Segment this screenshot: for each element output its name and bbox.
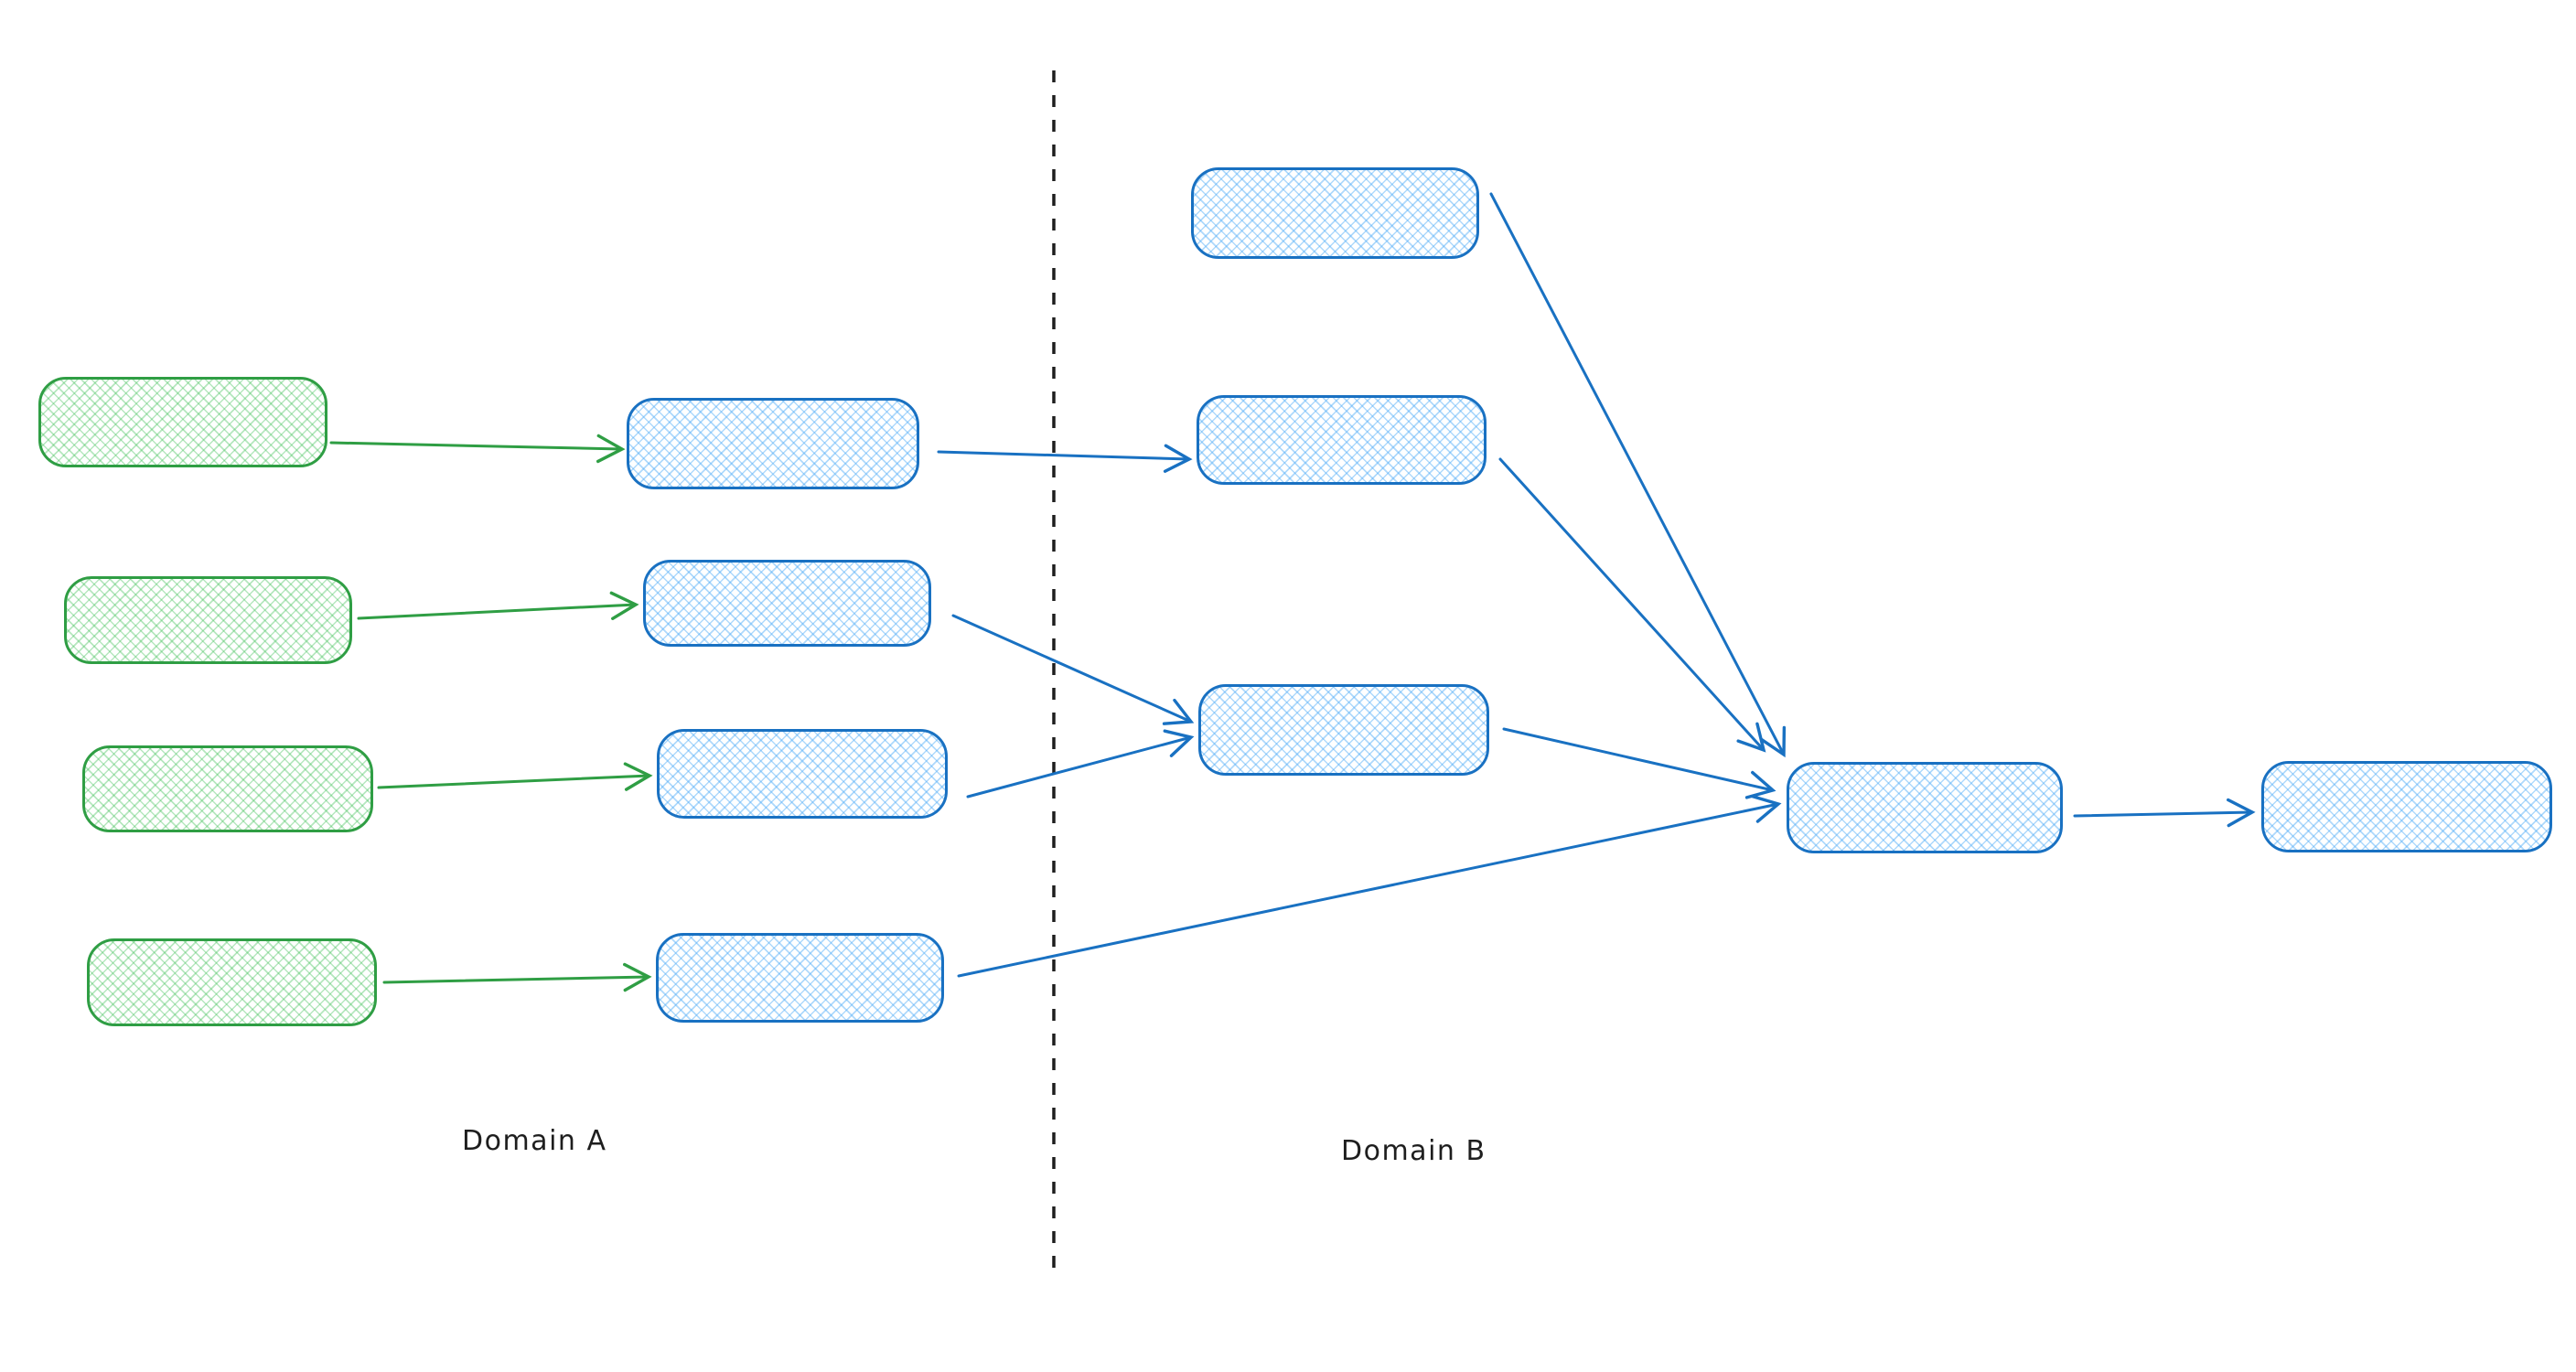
node-b-merge <box>1787 762 2063 853</box>
edge-a-source-4-to-a-stage-4 <box>382 962 652 992</box>
node-a-source-3 <box>82 745 373 832</box>
domain-b-label: Domain B <box>1341 1135 1487 1167</box>
node-a-stage-2 <box>643 560 931 647</box>
edge-b-node-2-to-b-merge <box>1498 457 1766 753</box>
edge-a-stage-3-to-b-node-3 <box>966 729 1195 799</box>
node-b-output <box>2261 761 2552 852</box>
node-a-stage-4 <box>656 933 944 1023</box>
edge-b-node-3-to-b-merge <box>1502 727 1776 799</box>
node-a-source-4 <box>87 938 377 1026</box>
edge-b-merge-to-b-output <box>2073 798 2256 828</box>
domain-a-label: Domain A <box>462 1125 607 1157</box>
node-a-stage-3 <box>657 729 948 819</box>
node-a-source-2 <box>64 576 352 664</box>
node-b-node-2 <box>1197 395 1487 485</box>
edge-a-stage-4-to-b-merge <box>957 794 1782 978</box>
edge-a-stage-1-to-b-node-2 <box>937 444 1193 473</box>
edge-a-stage-2-to-b-node-3 <box>951 614 1195 725</box>
edge-b-node-1-to-b-merge <box>1489 192 1787 758</box>
edge-a-source-2-to-a-stage-2 <box>357 591 639 620</box>
node-a-source-1 <box>38 377 327 467</box>
node-a-stage-1 <box>627 398 919 489</box>
node-b-node-1 <box>1191 167 1479 259</box>
node-b-node-3 <box>1198 684 1489 776</box>
edge-a-source-1-to-a-stage-1 <box>329 434 626 464</box>
edge-a-source-3-to-a-stage-3 <box>377 762 653 791</box>
